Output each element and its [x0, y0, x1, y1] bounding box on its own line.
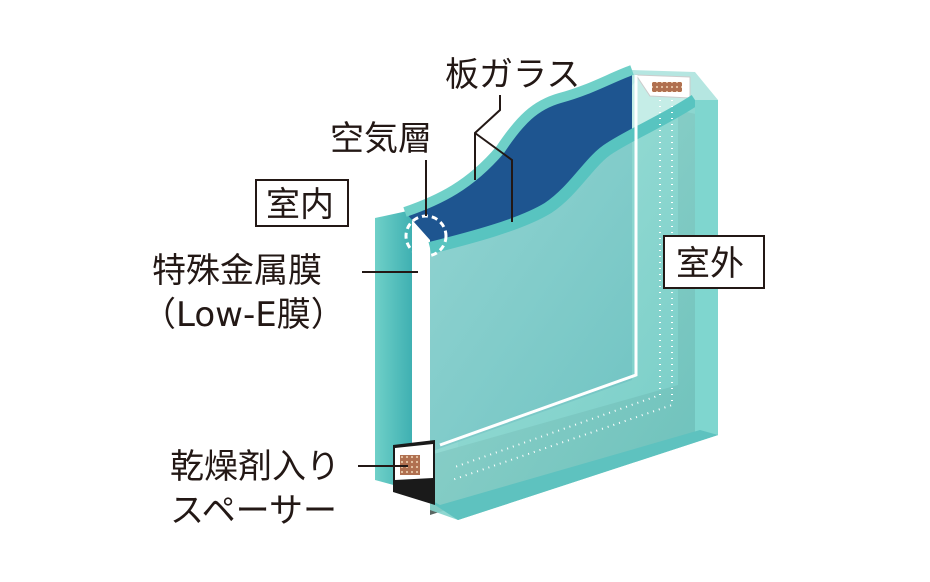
leader-glass: [474, 95, 513, 222]
label-outdoor: 室外: [676, 244, 744, 284]
label-spacer-1: 乾燥剤入り: [170, 447, 340, 487]
dotted-seal-line: [451, 100, 661, 469]
outdoor-box: [663, 235, 765, 289]
bottom-spacer: [393, 440, 435, 505]
spacer-outline: [439, 75, 638, 447]
indoor-box: [255, 179, 349, 227]
label-metal-film-1: 特殊金属膜: [152, 251, 322, 291]
label-air-layer: 空気層: [330, 119, 432, 159]
label-glass-pane: 板ガラス: [445, 55, 580, 95]
label-spacer-2: スペーサー: [170, 491, 337, 531]
label-indoor: 室内: [266, 185, 334, 225]
label-metal-film-2: （Low-E膜）: [142, 295, 345, 335]
